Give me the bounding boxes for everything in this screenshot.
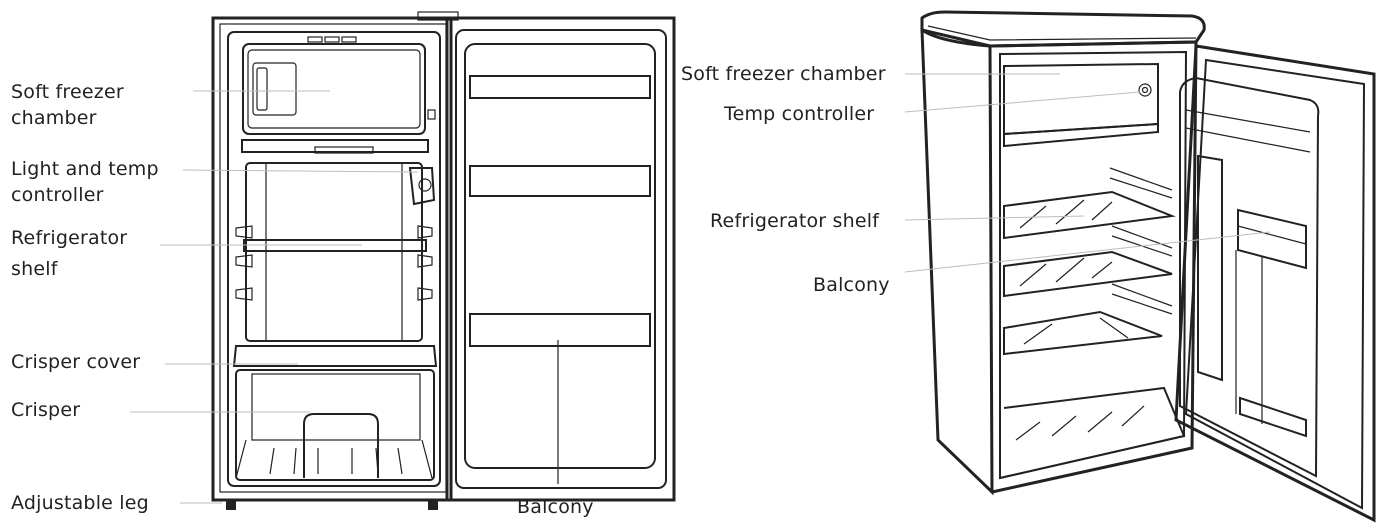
- perspective-view-fridge: [920, 10, 1376, 523]
- right-leader-lines: [904, 73, 1271, 273]
- label-balcony-right: Balcony: [813, 274, 890, 296]
- label-balcony-front: Balcony: [517, 496, 594, 518]
- label-adjustable-leg: Adjustable leg: [11, 492, 149, 514]
- left-leader-lines: [130, 90, 559, 504]
- label-temp-controller: Temp controller: [724, 103, 875, 125]
- front-view-fridge: [211, 11, 676, 510]
- label-light-temp-controller: Light and temp controller: [11, 158, 159, 206]
- label-soft-freezer-chamber-right: Soft freezer chamber: [681, 63, 886, 85]
- label-soft-freezer-chamber: Soft freezer chamber: [11, 81, 124, 129]
- label-crisper: Crisper: [11, 399, 81, 421]
- label-refrigerator-shelf-right: Refrigerator shelf: [710, 210, 880, 232]
- label-refrigerator-shelf: Refrigerator shelf: [11, 227, 128, 280]
- label-crisper-cover: Crisper cover: [11, 351, 141, 373]
